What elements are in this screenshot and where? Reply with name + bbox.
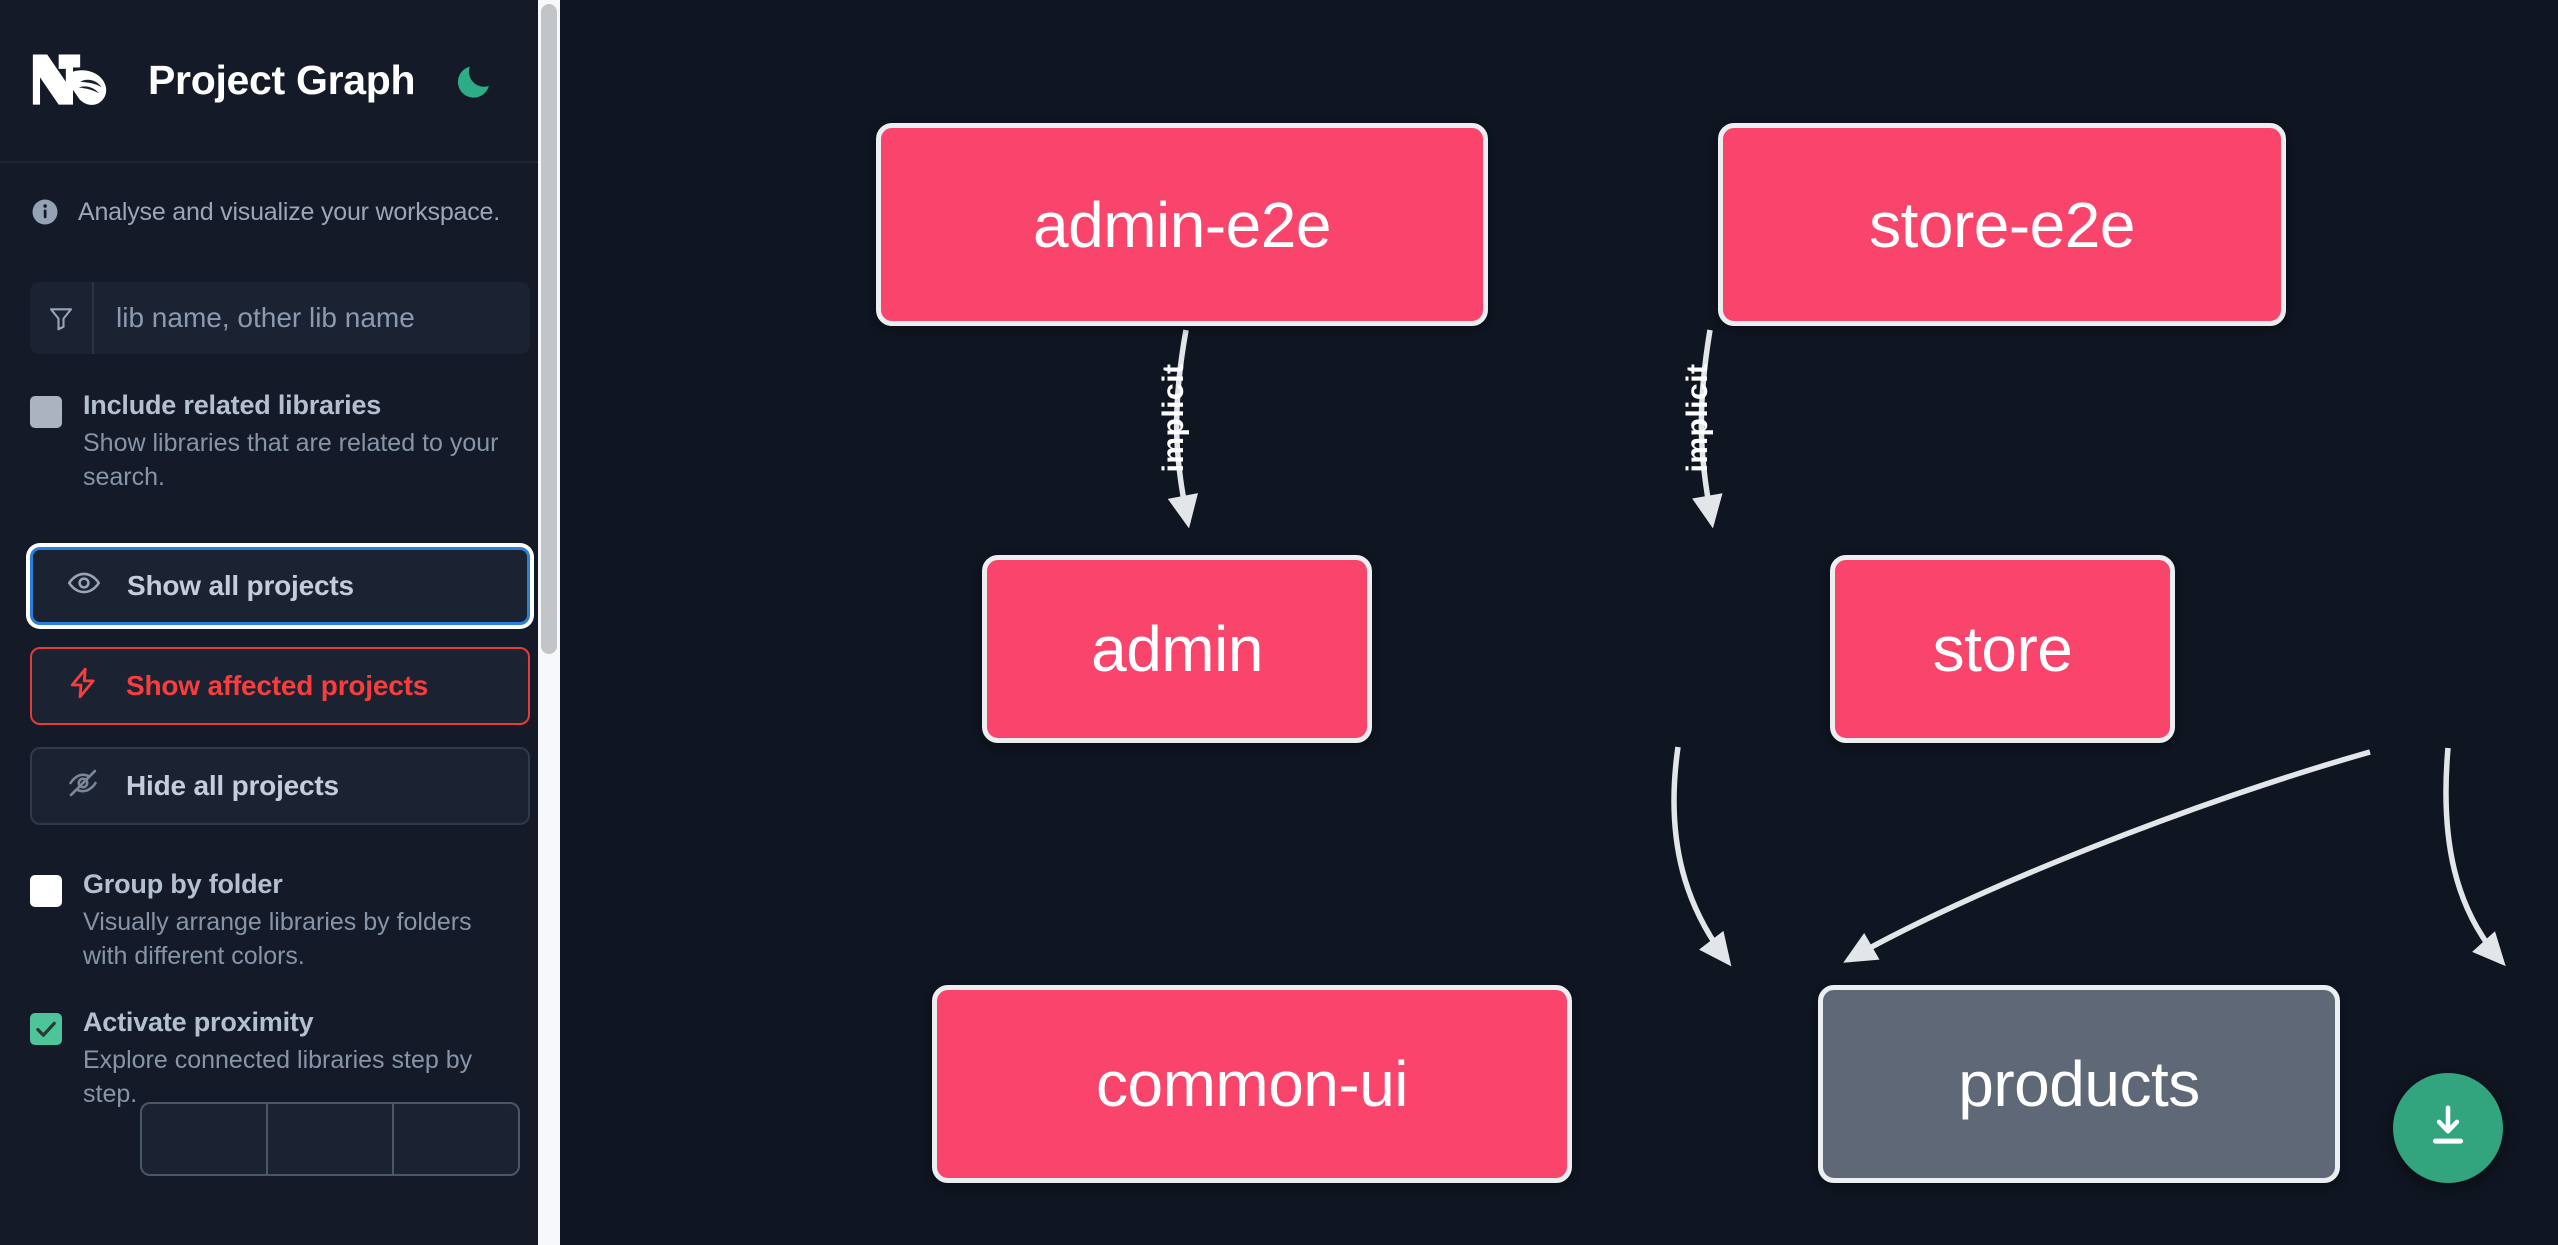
eye-off-icon bbox=[66, 766, 100, 805]
node-label: admin-e2e bbox=[1033, 188, 1331, 261]
edge-label-implicit-store: implicit bbox=[1681, 363, 1714, 472]
lightning-bolt-icon bbox=[66, 666, 100, 705]
graph-node-products[interactable]: products bbox=[1818, 985, 2340, 1183]
button-label: Show all projects bbox=[127, 569, 354, 601]
nx-logo bbox=[30, 50, 116, 112]
checkbox-box[interactable] bbox=[30, 396, 62, 428]
graph-node-store-e2e[interactable]: store-e2e bbox=[1718, 123, 2286, 326]
edge-store-common-ui bbox=[1843, 749, 2371, 963]
info-text: Analyse and visualize your workspace. bbox=[78, 197, 500, 226]
sidebar: Project Graph Analyse and visualize your… bbox=[0, 0, 560, 1245]
scrollbar-thumb[interactable] bbox=[541, 4, 557, 654]
node-label: common-ui bbox=[1095, 1048, 1409, 1120]
checkbox-label: Include related libraries bbox=[83, 390, 382, 420]
graph-node-common-ui[interactable]: common-ui bbox=[932, 985, 1572, 1183]
show-all-projects-button[interactable]: Show all projects bbox=[30, 546, 530, 625]
filter-funnel-icon bbox=[30, 282, 94, 354]
checkbox-activate-proximity[interactable]: Activate proximity Explore connected lib… bbox=[30, 1007, 530, 1176]
edge-store-products bbox=[2443, 747, 2506, 967]
checkbox-description: Show libraries that are related to your … bbox=[83, 429, 499, 492]
info-circle-icon bbox=[30, 197, 60, 227]
page-title: Project Graph bbox=[148, 57, 416, 103]
node-label: products bbox=[1958, 1048, 2200, 1120]
graph-node-admin[interactable]: admin bbox=[982, 555, 1372, 743]
search-box[interactable] bbox=[30, 282, 530, 354]
checkbox-description: Visually arrange libraries by folders wi… bbox=[83, 907, 472, 970]
checkbox-label: Activate proximity bbox=[83, 1007, 314, 1038]
segment-1[interactable] bbox=[142, 1103, 268, 1174]
checkbox-description: Explore connected libraries step by step… bbox=[83, 1046, 473, 1109]
segment-2[interactable] bbox=[268, 1103, 394, 1174]
node-label: admin bbox=[1091, 613, 1263, 685]
graph-canvas-area[interactable]: implicit implicit admin-e2e store-e2e ad… bbox=[560, 0, 2558, 1245]
segment-3[interactable] bbox=[394, 1104, 518, 1174]
download-icon bbox=[2422, 1100, 2474, 1157]
node-label: store-e2e bbox=[1869, 188, 2135, 261]
button-label: Hide all projects bbox=[126, 769, 339, 801]
graph-node-store[interactable]: store bbox=[1830, 555, 2175, 743]
segmented-control[interactable] bbox=[140, 1101, 520, 1176]
sidebar-body: Analyse and visualize your workspace. In… bbox=[0, 163, 560, 1176]
checkbox-group-by-folder[interactable]: Group by folder Visually arrange librari… bbox=[30, 869, 530, 974]
eye-icon bbox=[67, 566, 101, 605]
node-label: store bbox=[1932, 613, 2073, 685]
sidebar-header: Project Graph bbox=[0, 0, 560, 163]
moon-icon[interactable] bbox=[451, 58, 497, 104]
info-banner: Analyse and visualize your workspace. bbox=[30, 163, 530, 237]
download-graph-button[interactable] bbox=[2393, 1073, 2503, 1183]
edge-admin-e2e-admin bbox=[1167, 329, 1199, 529]
checkbox-box[interactable] bbox=[30, 874, 62, 907]
edge-store-e2e-store bbox=[1692, 329, 1723, 529]
graph-edges-layer: implicit implicit bbox=[1157, 329, 2506, 967]
search-input[interactable] bbox=[94, 282, 530, 354]
button-label: Show affected projects bbox=[126, 669, 429, 701]
edge-admin-common-ui bbox=[1671, 746, 1732, 967]
graph-node-admin-e2e[interactable]: admin-e2e bbox=[876, 123, 1488, 326]
checkbox-label: Group by folder bbox=[83, 868, 283, 899]
edge-label-implicit-admin: implicit bbox=[1157, 363, 1190, 472]
sidebar-scrollbar[interactable] bbox=[538, 0, 560, 1245]
checkbox-box[interactable] bbox=[30, 1013, 62, 1046]
show-affected-projects-button[interactable]: Show affected projects bbox=[30, 646, 530, 725]
checkbox-include-related-libraries[interactable]: Include related libraries Show libraries… bbox=[30, 390, 530, 495]
hide-all-projects-button[interactable]: Hide all projects bbox=[30, 746, 530, 825]
project-action-buttons: Show all projects Show affected projects bbox=[30, 546, 530, 825]
